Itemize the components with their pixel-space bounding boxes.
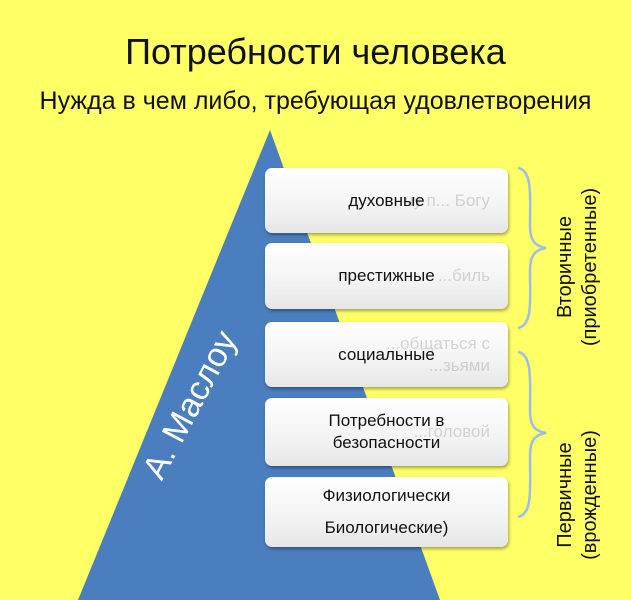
group-label-secondary: Вторичные (приобретенные) xyxy=(553,167,603,367)
level-label: Физиологически Биологические) xyxy=(322,486,451,537)
level-box-physiological: Физиологически Биологические) xyxy=(265,477,508,547)
group-primary-line2: (врожденные) xyxy=(579,430,601,560)
page-subtitle: Нужда в чем либо, требующая удовлетворен… xyxy=(39,87,592,115)
level-label: Потребности в безопасности xyxy=(328,411,445,452)
level-label: социальные xyxy=(338,344,435,364)
group-secondary-line2: (приобретенные) xyxy=(579,187,601,347)
page-title: Потребности человека xyxy=(125,31,506,72)
level-box-safety: ...головой Потребности в безопасности xyxy=(265,398,508,466)
group-secondary-line1: Вторичные xyxy=(554,216,576,318)
brace-secondary xyxy=(517,166,547,330)
brace-primary xyxy=(517,350,547,519)
group-primary-line1: Первичные xyxy=(554,442,576,548)
group-label-primary: Первичные (врожденные) xyxy=(553,395,603,595)
level-label: престижные xyxy=(338,266,435,285)
level-label: духовные xyxy=(348,190,425,210)
